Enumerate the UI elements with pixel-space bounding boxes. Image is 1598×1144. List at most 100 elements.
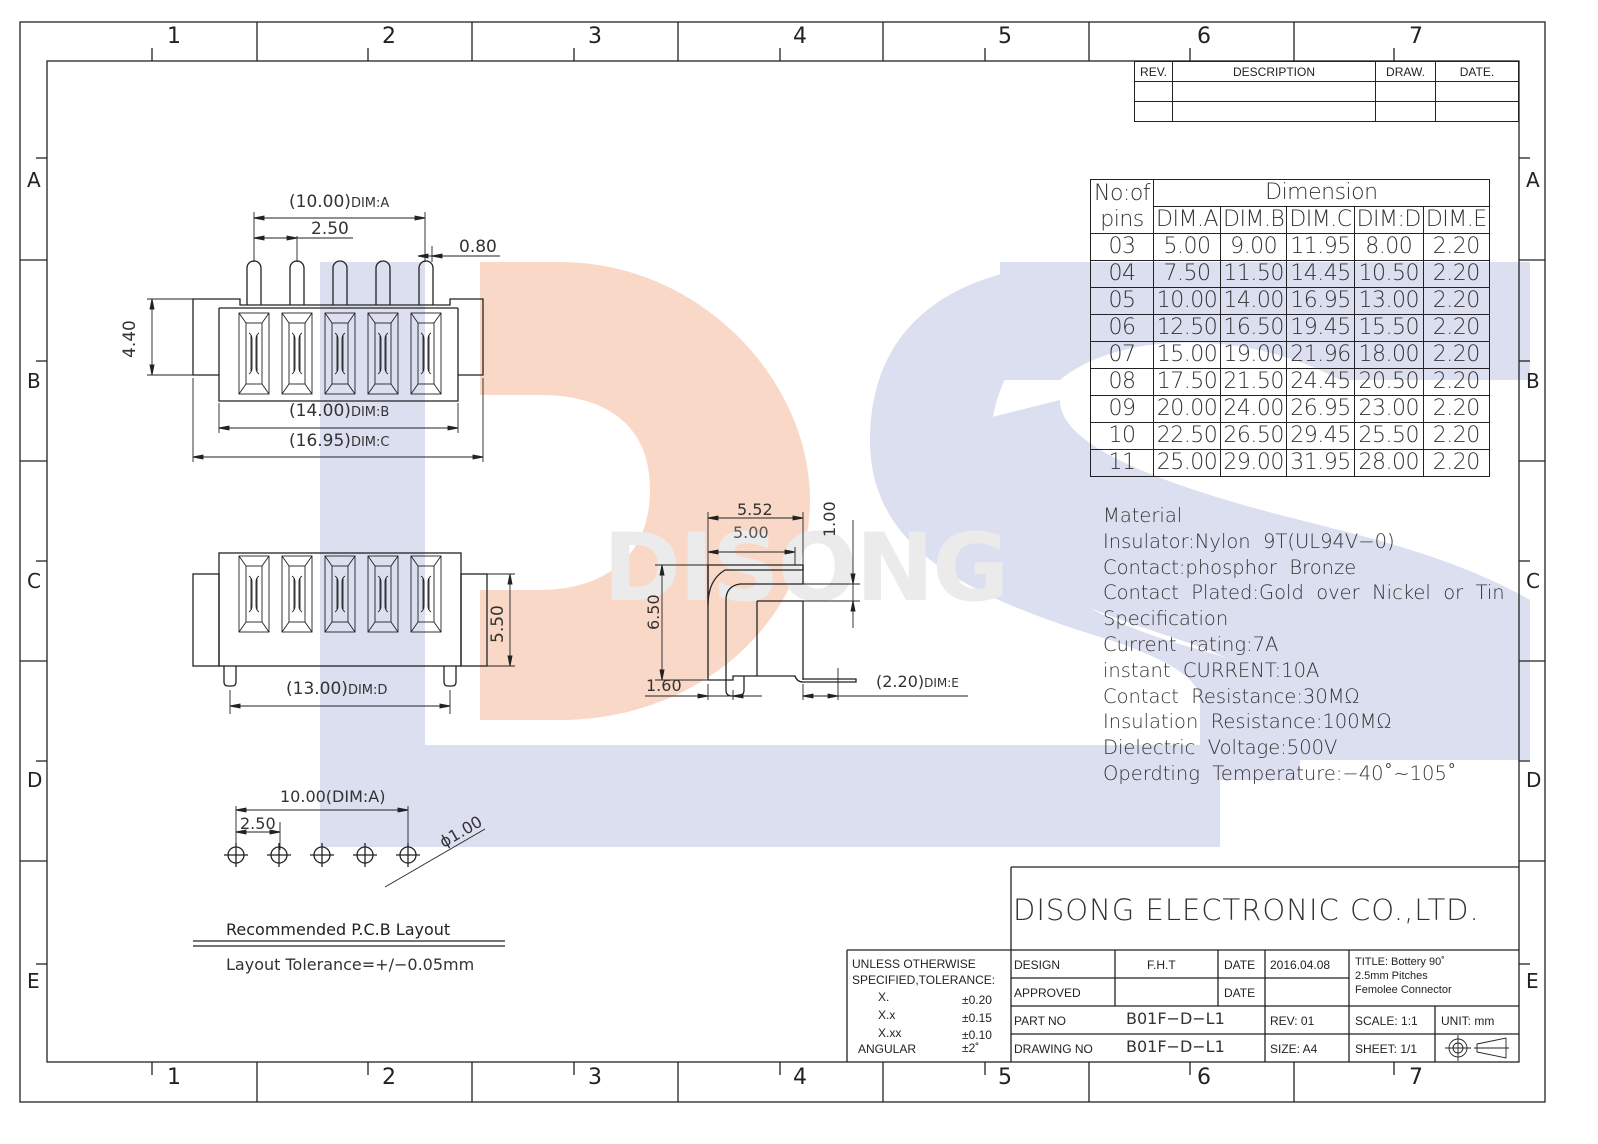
dimension-cell: 10.50 (1353, 260, 1424, 288)
dimension-cell: 29.45 (1286, 422, 1355, 450)
outer-border (19, 21, 1546, 1103)
dimension-cell: 7.50 (1153, 260, 1221, 288)
pin-count-cell: 05 (1089, 287, 1155, 315)
tolerance-value: ±0.20 (962, 993, 992, 1007)
dimension-column-header: DIM:D (1353, 206, 1424, 234)
front-view (147, 212, 500, 462)
title-line: 2.5mm Pitches (1355, 970, 1428, 982)
contact-slot (367, 555, 399, 633)
column-label: 1 (167, 1065, 181, 1090)
dimension-cell: 2.20 (1422, 422, 1490, 450)
row-label: E (1526, 969, 1539, 993)
dimension-cell: 14.45 (1286, 260, 1355, 288)
row-label: E (27, 969, 40, 993)
pin (332, 260, 348, 305)
spec-line: Contact Resistance:30MΩ (1103, 684, 1360, 708)
design-label: DESIGN (1014, 958, 1061, 972)
dimension-cell: 20.00 (1153, 395, 1221, 423)
pin-count-cell: 10 (1089, 422, 1155, 450)
pcb-layout-title: Recommended P.C.B Layout (226, 920, 451, 939)
column-label: 5 (998, 24, 1012, 49)
material-heading: Material (1103, 504, 1183, 527)
specification-heading: Specification (1103, 607, 1229, 631)
column-label: 6 (1197, 1065, 1211, 1090)
design-value: F.H.T (1147, 958, 1176, 972)
column-label: 4 (793, 1065, 807, 1090)
height-label: 4.40 (120, 320, 140, 358)
dimension-cell: 17.50 (1153, 368, 1221, 396)
dimension-cell: 2.20 (1422, 449, 1490, 477)
title-line: TITLE: Bottery 90˚ (1355, 956, 1445, 968)
title-block-grid (846, 866, 1519, 1062)
pcb-pitch-label: 2.50 (240, 814, 276, 833)
size-value: SIZE: A4 (1270, 1042, 1318, 1056)
tolerance-label: X.xx (878, 1026, 902, 1040)
pcb-hole (310, 843, 334, 867)
contact-slot (324, 555, 356, 633)
description-header: DESCRIPTION (1172, 61, 1376, 82)
dimension-cell: 16.95 (1286, 287, 1355, 315)
pin-count-cell: 06 (1089, 314, 1155, 342)
side-height-label: 6.50 (644, 594, 663, 630)
inner-width-label: 5.00 (733, 523, 769, 542)
drawing-no-value: B01F−D−L1 (1126, 1037, 1225, 1056)
dimension-column-header: DIM.A (1153, 206, 1221, 234)
thickness-label: 1.00 (820, 501, 839, 537)
dimension-cell: 29.00 (1219, 449, 1288, 477)
draw-header: DRAW. (1375, 61, 1436, 82)
spec-line: Insulator:Nylon 9T(UL94V−0) (1103, 529, 1395, 553)
dimension-cell: 5.00 (1153, 233, 1221, 261)
approved-date-label: DATE (1224, 986, 1256, 1000)
dimension-cell: 21.50 (1219, 368, 1288, 396)
dimension-cell: 16.50 (1219, 314, 1288, 342)
dimension-cell: 25.50 (1353, 422, 1424, 450)
dimension-cell: 10.00 (1153, 287, 1221, 315)
column-label: 1 (167, 24, 181, 49)
rev-cell (1172, 101, 1376, 122)
contact-slot (238, 312, 270, 395)
dimension-cell: 11.95 (1286, 233, 1355, 261)
dimension-cell: 22.50 (1153, 422, 1221, 450)
rev-cell (1134, 101, 1173, 122)
contact-slot (324, 312, 356, 395)
column-label: 6 (1197, 24, 1211, 49)
column-label: 2 (382, 24, 396, 49)
dimension-cell: 19.45 (1286, 314, 1355, 342)
dimension-cell: 2.20 (1422, 314, 1490, 342)
contact-slot (367, 312, 399, 395)
dimension-cell: 23.00 (1353, 395, 1424, 423)
dimension-cell: 9.00 (1219, 233, 1288, 261)
pcb-hole (267, 843, 291, 867)
rev-value: REV: 01 (1270, 1014, 1315, 1028)
pin-count-cell: 11 (1089, 449, 1155, 477)
pin (375, 260, 391, 305)
rev-header: REV. (1134, 61, 1173, 82)
dimension-cell: 14.00 (1219, 287, 1288, 315)
row-label: A (27, 168, 41, 192)
date-value: 2016.04.08 (1270, 958, 1331, 972)
tolerance-header: SPECIFIED,TOLERANCE: (852, 973, 996, 987)
watermark-d-shape (480, 262, 810, 720)
dimension-cell: 12.50 (1153, 314, 1221, 342)
column-label: 7 (1409, 24, 1423, 49)
column-label: 4 (793, 24, 807, 49)
tolerance-value: ±0.10 (962, 1028, 992, 1042)
tolerance-label: X.x (878, 1008, 896, 1022)
dimension-cell: 2.20 (1422, 395, 1490, 423)
outer-width-label: 5.52 (737, 500, 773, 519)
rev-cell (1172, 81, 1376, 102)
date-header: DATE. (1435, 61, 1519, 82)
layout-tolerance: Layout Tolerance=+/−0.05mm (226, 955, 475, 974)
contact-slot (238, 555, 270, 633)
dimension-cell: 25.00 (1153, 449, 1221, 477)
scale-value: SCALE: 1:1 (1355, 1014, 1418, 1028)
dimension-cell: 24.00 (1219, 395, 1288, 423)
date-label: DATE (1224, 958, 1256, 972)
dimension-cell: 8.00 (1353, 233, 1424, 261)
rev-cell (1435, 81, 1519, 102)
